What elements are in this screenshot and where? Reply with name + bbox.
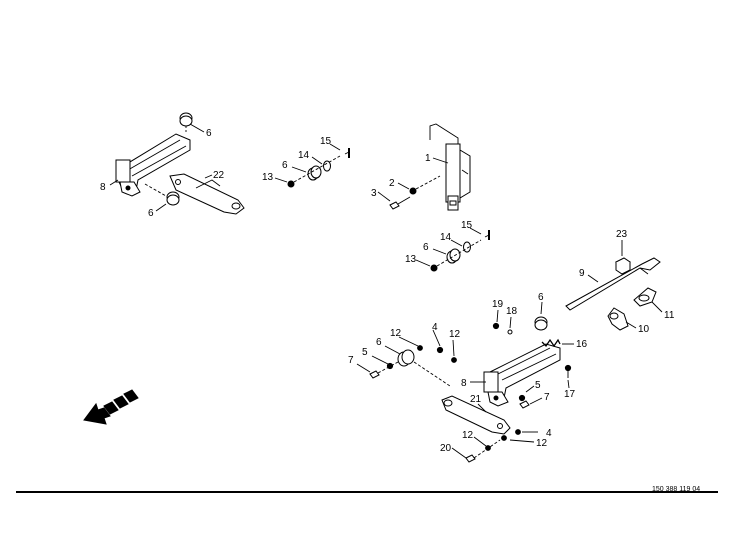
callout-16: 16 bbox=[576, 339, 588, 350]
callout-14-d: 14 bbox=[440, 232, 452, 243]
callout-14-b: 14 bbox=[298, 150, 310, 161]
callout-1: 1 bbox=[425, 153, 431, 164]
callout-19: 19 bbox=[492, 299, 504, 310]
callout-leaders-e bbox=[587, 240, 663, 329]
callout-6-a: 6 bbox=[206, 128, 212, 139]
callout-22: 22 bbox=[213, 170, 225, 181]
bracket-assembly-upper-left bbox=[115, 112, 245, 215]
callout-leaders-d bbox=[415, 227, 482, 267]
callout-8-a: 8 bbox=[100, 182, 106, 193]
callout-6-d: 6 bbox=[423, 242, 429, 253]
callout-6-b: 6 bbox=[282, 160, 288, 171]
callout-6-f2: 6 bbox=[376, 337, 382, 348]
callout-15-b: 15 bbox=[320, 136, 332, 147]
washer-stack-upper bbox=[287, 148, 350, 188]
callout-4-f: 4 bbox=[432, 322, 438, 333]
callout-leaders-c bbox=[377, 157, 449, 202]
callout-12-f4: 12 bbox=[536, 438, 548, 449]
rod-and-clips bbox=[565, 257, 661, 331]
callout-5-f2: 5 bbox=[535, 380, 541, 391]
callout-13-b: 13 bbox=[262, 172, 274, 183]
callout-4-f2: 4 bbox=[546, 428, 552, 439]
callout-leaders-f bbox=[356, 301, 574, 459]
callout-15-d: 15 bbox=[461, 220, 473, 231]
callout-leaders-a bbox=[109, 123, 213, 212]
callout-leaders-b bbox=[274, 143, 341, 183]
callout-8-f: 8 bbox=[461, 378, 467, 389]
callout-11: 11 bbox=[664, 310, 675, 321]
callout-17: 17 bbox=[564, 389, 576, 400]
callout-7-f: 7 bbox=[348, 355, 354, 366]
callout-9: 9 bbox=[579, 268, 585, 279]
bracket-assembly-lower-right bbox=[369, 316, 572, 463]
callout-7-f2: 7 bbox=[544, 392, 550, 403]
callout-18: 18 bbox=[506, 306, 518, 317]
callout-12-f3: 12 bbox=[462, 430, 474, 441]
callout-2: 2 bbox=[389, 178, 395, 189]
callout-6-a2: 6 bbox=[148, 208, 154, 219]
support-bracket-handle bbox=[389, 123, 471, 211]
callout-20: 20 bbox=[440, 443, 452, 454]
callout-13-d: 13 bbox=[405, 254, 417, 265]
callout-12-f2: 12 bbox=[449, 329, 461, 340]
callout-21: 21 bbox=[470, 394, 482, 405]
callout-10: 10 bbox=[638, 324, 650, 335]
washer-stack-middle bbox=[430, 230, 490, 272]
document-number: 150 388 119 04 bbox=[652, 486, 701, 493]
callout-5-f: 5 bbox=[362, 347, 368, 358]
direction-arrow-icon bbox=[83, 389, 139, 425]
callout-23: 23 bbox=[616, 229, 628, 240]
callout-12-f: 12 bbox=[390, 328, 402, 339]
callout-3: 3 bbox=[371, 188, 377, 199]
callout-6-f: 6 bbox=[538, 292, 544, 303]
